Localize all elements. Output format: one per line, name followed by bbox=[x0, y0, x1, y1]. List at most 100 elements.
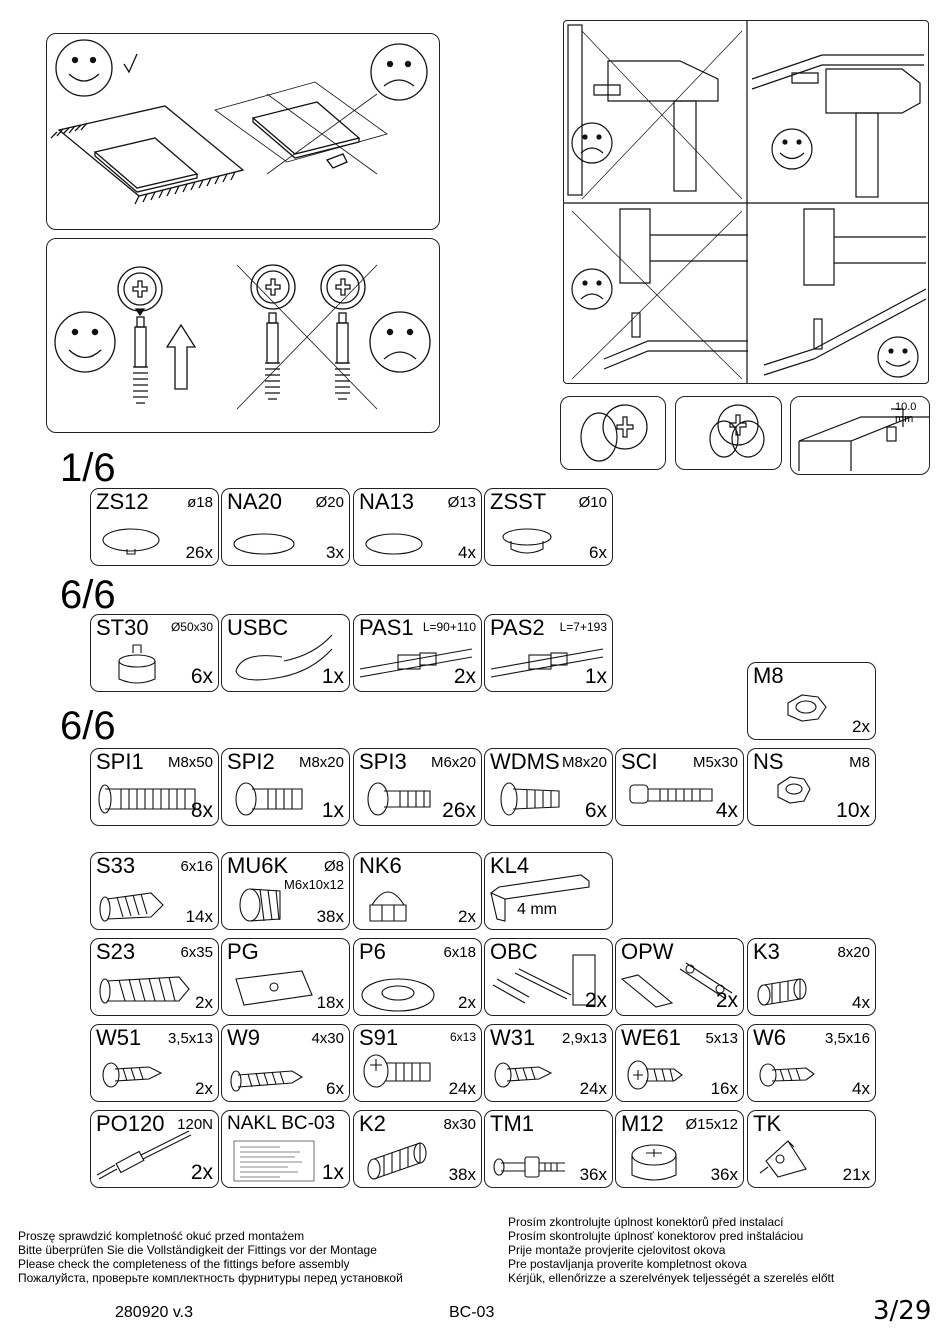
fitting-qty: 2x bbox=[195, 993, 213, 1012]
fitting-code: M8 bbox=[753, 663, 784, 688]
fitting-dim: ø18 bbox=[187, 494, 213, 511]
fitting-MU6K: MU6K Ø8 M6x10x12 38x bbox=[221, 852, 350, 930]
fitting-code: ZSST bbox=[490, 489, 547, 514]
fitting-qty: 2x bbox=[715, 989, 738, 1012]
fitting-code: S91 bbox=[359, 1025, 399, 1050]
check-notes-right: Prosím zkontrolujte úplnost konektorů př… bbox=[508, 1215, 834, 1285]
fitting-KL4: KL4 4 mm bbox=[484, 852, 613, 930]
fitting-dim: M5x30 bbox=[692, 754, 738, 771]
section-label-3: 6/6 bbox=[60, 704, 116, 748]
fitting-dim: 6x35 bbox=[180, 944, 213, 961]
fitting-dim: 3,5x13 bbox=[167, 1030, 213, 1047]
fitting-code: K3 bbox=[753, 939, 780, 964]
fitting-ST30: ST30 Ø50x30 6x bbox=[90, 614, 219, 692]
fitting-qty: 2x bbox=[195, 1079, 213, 1098]
fitting-qty: 36x bbox=[579, 1165, 607, 1184]
fitting-qty: 1x bbox=[321, 1161, 344, 1184]
footer-model: BC-03 bbox=[449, 1304, 495, 1321]
fitting-OBC: OBC 2x bbox=[484, 938, 613, 1016]
fitting-qty: 1x bbox=[321, 799, 344, 822]
fitting-code: W51 bbox=[96, 1025, 142, 1050]
check-notes-left: Proszę sprawdzić kompletność okuć przed … bbox=[18, 1229, 403, 1285]
fitting-dim: 6x18 bbox=[443, 944, 476, 961]
fitting-W6: W6 3,5x16 4x bbox=[747, 1024, 876, 1102]
fitting-qty: 6x bbox=[584, 799, 607, 822]
fitting-TK: TK 21x bbox=[747, 1110, 876, 1188]
fitting-W9: W9 4x30 6x bbox=[221, 1024, 350, 1102]
fitting-qty: 4x bbox=[458, 543, 476, 562]
fitting-code: SPI1 bbox=[96, 749, 144, 774]
fitting-code: OBC bbox=[490, 939, 538, 964]
fitting-ZSST: ZSST Ø10 6x bbox=[484, 488, 613, 566]
fitting-code: MU6K bbox=[227, 853, 289, 878]
fitting-M8: M8 2x bbox=[747, 662, 876, 740]
fitting-PO120: PO120 120N 2x bbox=[90, 1110, 219, 1188]
note-line: Prosím zkontrolujte úplnost konektorů př… bbox=[508, 1215, 784, 1229]
fitting-NA20: NA20 Ø20 3x bbox=[221, 488, 350, 566]
fitting-USBC: USBC 1x bbox=[221, 614, 350, 692]
fitting-dim: M6x20 bbox=[430, 754, 476, 771]
fitting-code: WDMS bbox=[490, 749, 560, 774]
fitting-code: PAS1 bbox=[359, 615, 414, 640]
fitting-code: WE61 bbox=[621, 1025, 681, 1050]
fitting-PAS1: PAS1 L=90+110 2x bbox=[353, 614, 482, 692]
fitting-S91: S91 6x13 24x bbox=[353, 1024, 482, 1102]
note-line: Пожалуйста, проверьте комплектность фурн… bbox=[18, 1271, 403, 1285]
fitting-qty: 24x bbox=[579, 1079, 607, 1098]
fitting-W31: W31 2,9x13 24x bbox=[484, 1024, 613, 1102]
fitting-dim: 6x13 bbox=[449, 1030, 476, 1044]
fitting-code: W9 bbox=[227, 1025, 260, 1050]
fitting-qty: 2x bbox=[190, 1161, 213, 1184]
fitting-dim-secondary: M6x10x12 bbox=[284, 877, 344, 892]
fitting-dim: M8x20 bbox=[561, 754, 607, 771]
fitting-dim: 4x30 bbox=[311, 1030, 344, 1047]
fitting-qty: 2x bbox=[453, 665, 476, 688]
fitting-dim: 3,5x16 bbox=[824, 1030, 870, 1047]
fitting-qty: 38x bbox=[448, 1165, 476, 1184]
fitting-code: PG bbox=[227, 939, 259, 964]
fitting-qty: 10x bbox=[836, 799, 870, 822]
fitting-code: S33 bbox=[96, 853, 136, 878]
fitting-dim: Ø8 bbox=[323, 858, 344, 875]
fitting-SPI2: SPI2 M8x20 1x bbox=[221, 748, 350, 826]
illustration-dowel-depth: 10.0 mm bbox=[790, 396, 930, 475]
fitting-qty: 16x bbox=[710, 1079, 738, 1098]
page-number: 3/29 bbox=[873, 1296, 932, 1326]
dowel-depth-label: 10.0 mm bbox=[895, 401, 917, 425]
fitting-qty: 2x bbox=[458, 907, 476, 926]
fitting-TM1: TM1 36x bbox=[484, 1110, 613, 1188]
fitting-NK6: NK6 2x bbox=[353, 852, 482, 930]
fitting-qty: 1x bbox=[321, 665, 344, 688]
fitting-code: S23 bbox=[96, 939, 136, 964]
fitting-dim: M8x50 bbox=[167, 754, 213, 771]
fitting-WDMS: WDMS M8x20 6x bbox=[484, 748, 613, 826]
fitting-code: NS bbox=[753, 749, 784, 774]
fitting-code: NK6 bbox=[359, 853, 402, 878]
fitting-code: NA13 bbox=[359, 489, 415, 514]
fitting-S23: S23 6x35 2x bbox=[90, 938, 219, 1016]
fitting-qty: 24x bbox=[448, 1079, 476, 1098]
fitting-M12: M12 Ø15x12 36x bbox=[615, 1110, 744, 1188]
fitting-qty: 2x bbox=[458, 993, 476, 1012]
fitting-code: PO120 bbox=[96, 1111, 165, 1136]
note-line: Bitte überprüfen Sie die Vollständigkeit… bbox=[18, 1243, 377, 1257]
fitting-dim: 8x20 bbox=[837, 944, 870, 961]
fitting-NAKL: NAKL BC-03 1x bbox=[221, 1110, 350, 1188]
fitting-qty: 21x bbox=[842, 1165, 870, 1184]
fitting-code: W31 bbox=[490, 1025, 536, 1050]
note-line: Pre postavljanja proverite kompletnost o… bbox=[508, 1257, 747, 1271]
fitting-code: OPW bbox=[621, 939, 674, 964]
fitting-code: KL4 bbox=[490, 853, 530, 878]
fitting-NS: NS M8 10x bbox=[747, 748, 876, 826]
fitting-dim: Ø13 bbox=[447, 494, 476, 511]
fitting-dim: L=90+110 bbox=[422, 620, 476, 634]
illustration-cam-orientation bbox=[46, 238, 440, 433]
fitting-qty: 18x bbox=[316, 993, 344, 1012]
illustration-hammer-dowels bbox=[563, 20, 929, 384]
fitting-P6: P6 6x18 2x bbox=[353, 938, 482, 1016]
fitting-code: SPI2 bbox=[227, 749, 275, 774]
fitting-code: PAS2 bbox=[490, 615, 545, 640]
fitting-qty: 1x bbox=[584, 665, 607, 688]
fitting-code: ST30 bbox=[96, 615, 149, 640]
fitting-qty: 26x bbox=[442, 799, 476, 822]
